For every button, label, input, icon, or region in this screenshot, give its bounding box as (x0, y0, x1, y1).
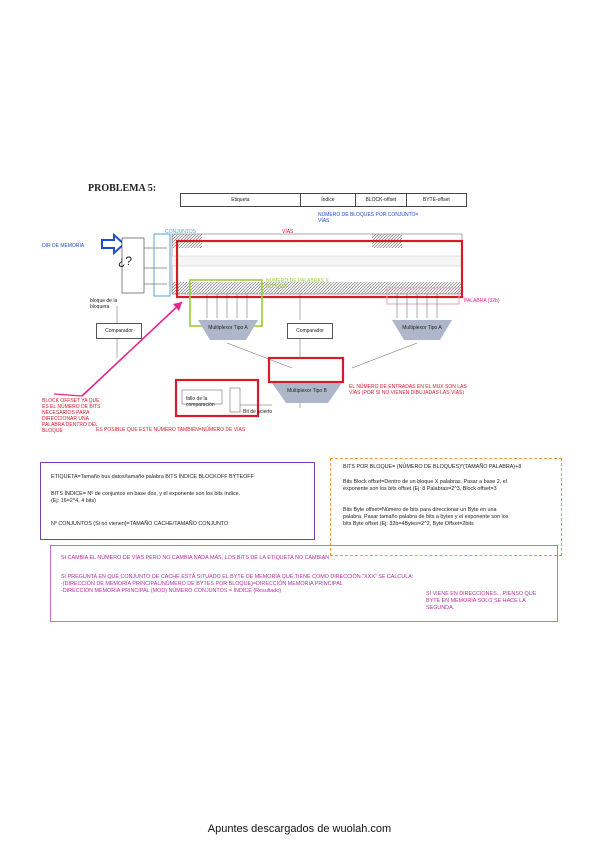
note-bits-indice: BITS ÍNDICE= Nº de conjuntos en base dos… (51, 491, 241, 504)
question-mark: ¿? (118, 254, 133, 268)
input-arrow (101, 232, 126, 256)
bloque-label: bloque de la bloquera (90, 298, 118, 310)
es-posible-label: ES POSIBLE QUE ESTE NÚMERO TAMBIÉN=NÚMER… (96, 427, 246, 433)
numero-bloques-label: NÚMERO DE BLOQUES POR CONJUNTO= VÍAS (318, 212, 419, 224)
note-conjunto-cache: SI PREGUNTA EN QUÉ CONJUNTO DE CACHÉ EST… (61, 574, 414, 594)
field-etiqueta: Etiqueta (181, 194, 301, 206)
footer-text: Apuntes descargados de wuolah.com (207, 823, 392, 835)
field-indice: Índice (301, 194, 357, 206)
note-direcciones: SI VIENE EN DIRECCIONES... PIENSO QUE BY… (426, 591, 537, 611)
note-bits-bloque: BITS POR BLOQUE= (NÚMERO DE BLOQUES)*(TA… (343, 464, 522, 470)
numero-entradas-label: EL NÚMERO DE ENTRADAS EN EL MUX SON LAS … (349, 384, 467, 396)
fallo-label: fallo de la comparación (186, 396, 215, 408)
note-etiqueta: ETIQUETA=Tamaño bus datos/tamaño palabra… (51, 474, 254, 480)
notes-left-box: ETIQUETA=Tamaño bus datos/tamaño palabra… (40, 462, 315, 540)
multiplexor-a-left: Multiplexor Tipo A (198, 320, 258, 340)
comparador-center: Comparador (287, 323, 333, 339)
note-cambia-vias: SI CAMBIA EL NÚMERO DE VÍAS PERO NO CAMB… (61, 555, 330, 561)
note-byte-offset: Bits Byte offset=Número de bits para dir… (343, 507, 509, 527)
block-offset-label: BLOCK OFFSET YA QUE ES EL NÚMERO DE BITS… (42, 398, 101, 434)
bit-acierto-label: Bit de acierto (243, 409, 273, 415)
numero-palabras-label: NÚMERO DE PALABRAS X BLOQUE (266, 278, 329, 290)
note-conjuntos: Nº CONJUNTOS (Si no vienen)=TAMAÑO CACHE… (51, 521, 229, 527)
field-byte-offset: BYTE-offset (422, 197, 450, 203)
vias-label: VÍAS (282, 229, 294, 235)
address-field-bar: Etiqueta Índice BLOCK-offset BYTE-offset (180, 193, 467, 207)
notes-right-box: BITS POR BLOQUE= (NÚMERO DE BLOQUES)*(TA… (330, 458, 562, 556)
problem-title: PROBLEMA 5: (88, 183, 157, 194)
palabra-label: PALABRA (32b) (464, 298, 500, 304)
multiplexor-a-right: Multiplexor Tipo A (392, 320, 452, 340)
field-block-offset: BLOCK-offset (356, 194, 407, 206)
conjuntos-label: CONJUNTOS (165, 229, 197, 235)
dir-memoria-label: DIR DE MEMORIA (42, 243, 85, 249)
comparador-left: Comparador (96, 323, 142, 339)
notes-bottom-box: SI CAMBIA EL NÚMERO DE VÍAS PERO NO CAMB… (50, 545, 558, 622)
multiplexor-b: Multiplexor Tipo B (272, 383, 342, 403)
note-block-offset: Bits Block offset=Dentro de un bloque X … (343, 479, 507, 492)
